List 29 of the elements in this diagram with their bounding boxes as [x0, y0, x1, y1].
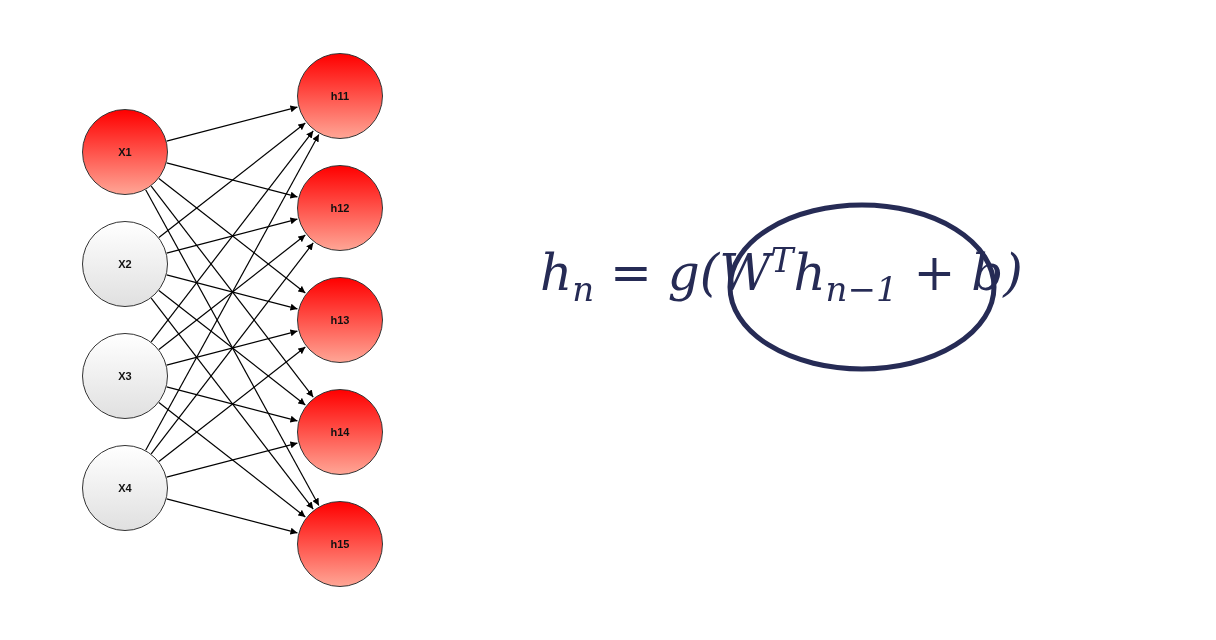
arrow: [166, 105, 299, 142]
arrow: [150, 185, 314, 398]
arrow: [166, 217, 299, 254]
arrow: [166, 441, 299, 478]
arrow: [166, 274, 299, 311]
arrow: [150, 242, 314, 455]
arrow: [150, 297, 314, 510]
arrow: [166, 386, 299, 423]
node-label: X3: [118, 370, 132, 382]
arrow: [158, 401, 306, 518]
arrow: [166, 329, 299, 366]
node-label: h12: [330, 202, 350, 214]
node-label: X4: [118, 482, 132, 494]
arrow: [166, 498, 299, 535]
arrow: [150, 130, 314, 343]
node-label: h13: [330, 314, 350, 326]
arrow: [158, 346, 306, 463]
arrow: [158, 122, 306, 239]
node-label: X1: [118, 146, 132, 158]
arrow: [158, 289, 306, 406]
arrow: [158, 234, 306, 351]
arrow: [145, 134, 320, 451]
node-label: h14: [330, 426, 350, 438]
arrow: [145, 189, 320, 507]
arrow: [166, 162, 299, 199]
node-label: h11: [330, 90, 350, 102]
node-label: h15: [330, 538, 350, 550]
node-label: X2: [118, 258, 132, 270]
arrow: [158, 177, 306, 294]
